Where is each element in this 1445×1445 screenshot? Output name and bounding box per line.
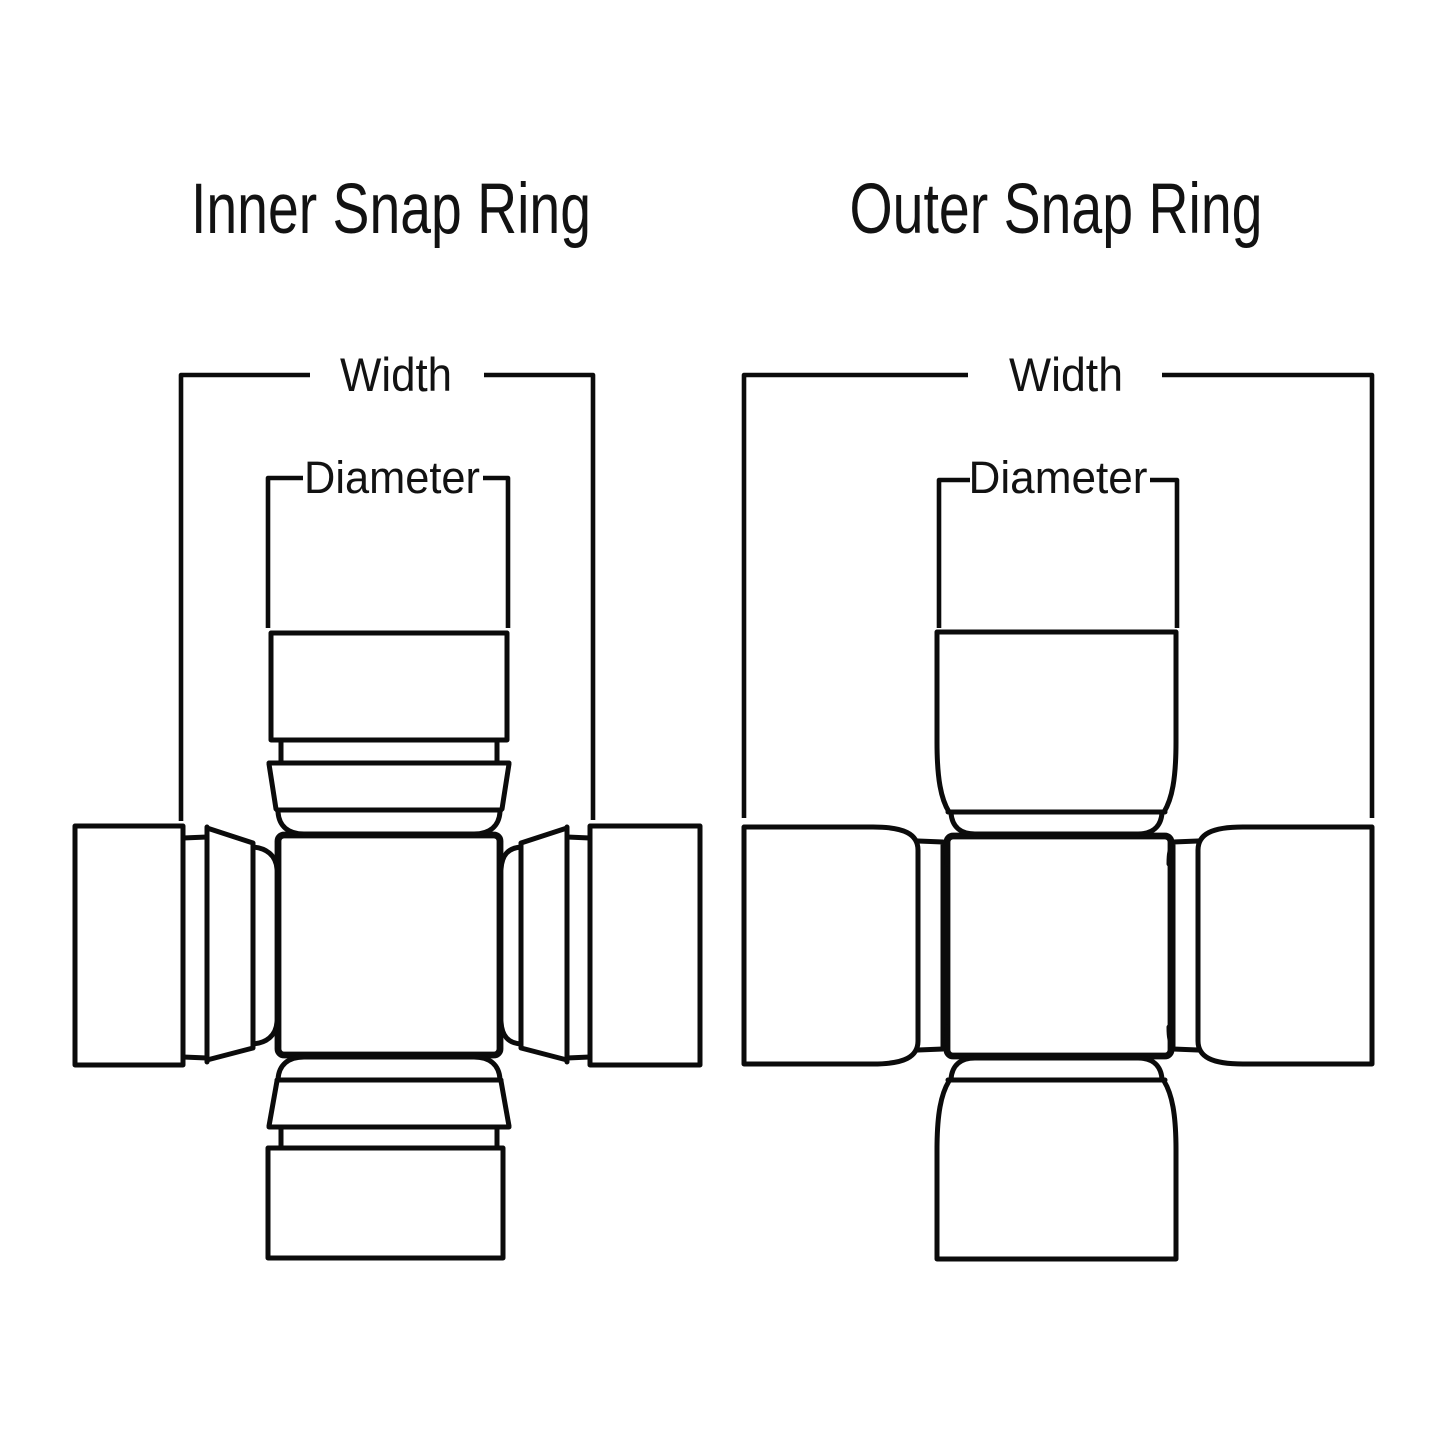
outer-bottom-cap-fillet [948,1055,1165,1082]
outer-snap-ring-diagram: Outer Snap Ring Width Diameter [741,170,1375,1262]
outer-bottom-bearing-cap [934,1055,1179,1262]
inner-left-bearing-cap [72,823,280,1068]
inner-right-cap-snap-ring-groove [564,824,593,1065]
inner-left-cap-fillet [250,844,280,1047]
inner-left-cap-body [72,823,186,1068]
inner-bottom-cap-body [265,1145,506,1261]
inner-bottom-cap-fillet [274,1054,504,1083]
outer-top-cap-fillet [948,810,1165,837]
inner-right-bearing-cap [498,823,703,1068]
outer-diagram-title: Outer Snap Ring [850,170,1263,249]
inner-diagram-title: Inner Snap Ring [191,170,591,249]
inner-top-cap-seal [266,760,512,813]
inner-right-cap-body [587,823,703,1068]
outer-right-bearing-cap [1166,824,1375,1067]
inner-bottom-bearing-cap [265,1054,512,1261]
inner-bottom-cap-seal [266,1078,512,1130]
inner-left-cap-snap-ring-groove [180,824,210,1065]
outer-right-cap-body [1195,824,1375,1067]
inner-top-cap-fillet [275,809,503,837]
inner-top-cap-body [268,630,510,743]
outer-left-bearing-cap [741,824,950,1067]
inner-top-bearing-cap [266,630,512,837]
outer-top-bearing-cap [934,629,1179,837]
inner-snap-ring-diagram: Inner Snap Ring Width Diameter [72,170,703,1261]
outer-diameter-label: Diameter [969,452,1148,503]
outer-left-cap-fillet [940,844,950,1047]
outer-right-cap-fillet [1166,844,1176,1047]
inner-right-cap-seal [518,825,570,1063]
inner-top-cap-snap-ring-groove [278,738,500,765]
outer-width-dimension-bracket [741,372,1375,818]
inner-center-body [274,831,504,1059]
inner-bottom-cap-snap-ring-groove [278,1125,500,1150]
outer-diameter-dimension-bracket [936,477,1180,628]
outer-left-cap-snap-ring [915,838,946,1053]
outer-center-body [943,832,1175,1060]
inner-diameter-label: Diameter [304,452,480,503]
outer-width-label: Width [1009,348,1123,401]
outer-bottom-cap-body [934,1078,1179,1262]
inner-left-cap-seal [204,825,256,1063]
outer-left-cap-body [741,824,921,1067]
outer-top-cap-body [934,629,1179,815]
inner-width-label: Width [340,348,452,401]
outer-right-cap-snap-ring [1170,838,1201,1053]
inner-width-dimension-bracket [178,372,596,821]
inner-diameter-dimension-bracket [265,475,511,628]
inner-right-cap-fillet [498,844,524,1047]
